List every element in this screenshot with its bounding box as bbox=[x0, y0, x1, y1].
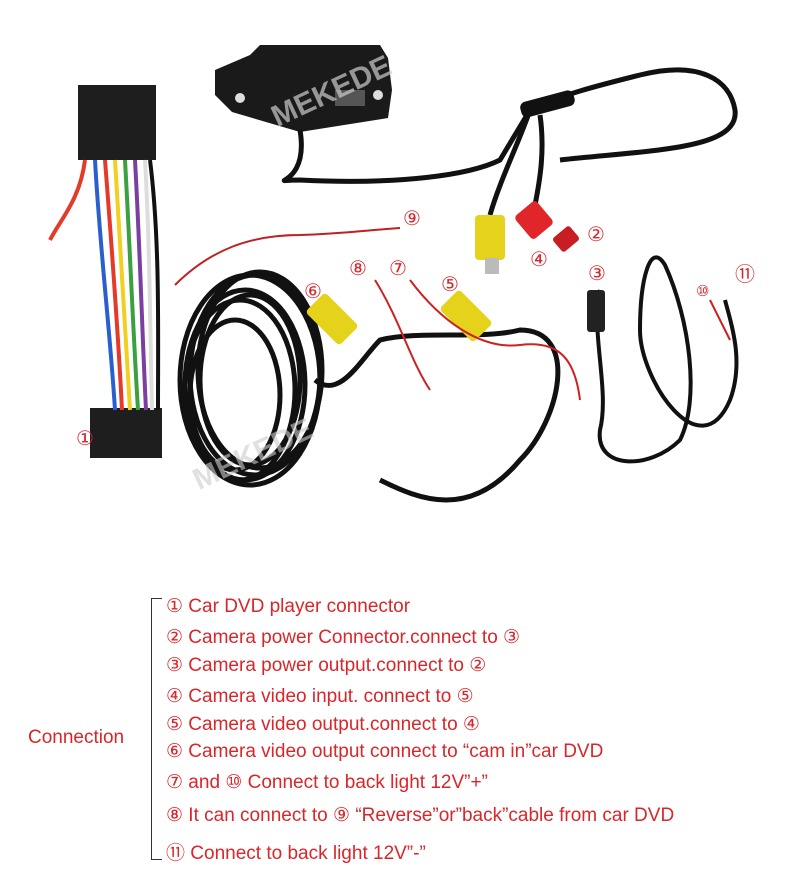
callout-4: ④ bbox=[530, 247, 548, 271]
callout-1: ① bbox=[76, 426, 94, 450]
callout-11: ⑪ bbox=[735, 262, 755, 286]
iso-connector bbox=[48, 85, 162, 458]
callout-8: ⑧ bbox=[349, 256, 367, 280]
callout-7: ⑦ bbox=[389, 256, 407, 280]
legend-item: ③ Camera power output.connect to ② bbox=[166, 655, 487, 676]
callout-6: ⑥ bbox=[304, 279, 322, 303]
callout-10: ⑩ bbox=[696, 282, 710, 300]
legend-item: ⑧ It can connect to ⑨ “Reverse”or”back”c… bbox=[166, 805, 675, 826]
legend-item: ⑥ Camera video output connect to “cam in… bbox=[166, 741, 604, 762]
camera-housing bbox=[215, 45, 392, 132]
callout-2: ② bbox=[587, 222, 605, 246]
callout-3: ③ bbox=[588, 261, 606, 285]
legend-item: ⑪ Connect to back light 12V”-” bbox=[166, 843, 426, 864]
product-photo: MEKEDE MEKEDE bbox=[48, 45, 739, 503]
callout-5: ⑤ bbox=[441, 272, 459, 296]
legend-item: ⑤ Camera video output.connect to ④ bbox=[166, 714, 480, 735]
legend-bracket bbox=[151, 598, 162, 860]
legend-item: ④ Camera video input. connect to ⑤ bbox=[166, 686, 474, 707]
legend-item: ② Camera power Connector.connect to ③ bbox=[166, 627, 521, 648]
coiled-cable bbox=[177, 269, 325, 488]
legend-item: ① Car DVD player connector bbox=[166, 596, 411, 617]
legend-item: ⑦ and ⑩ Connect to back light 12V”+” bbox=[166, 772, 488, 793]
legend-heading: Connection bbox=[28, 727, 125, 748]
callout-9: ⑨ bbox=[403, 206, 421, 230]
